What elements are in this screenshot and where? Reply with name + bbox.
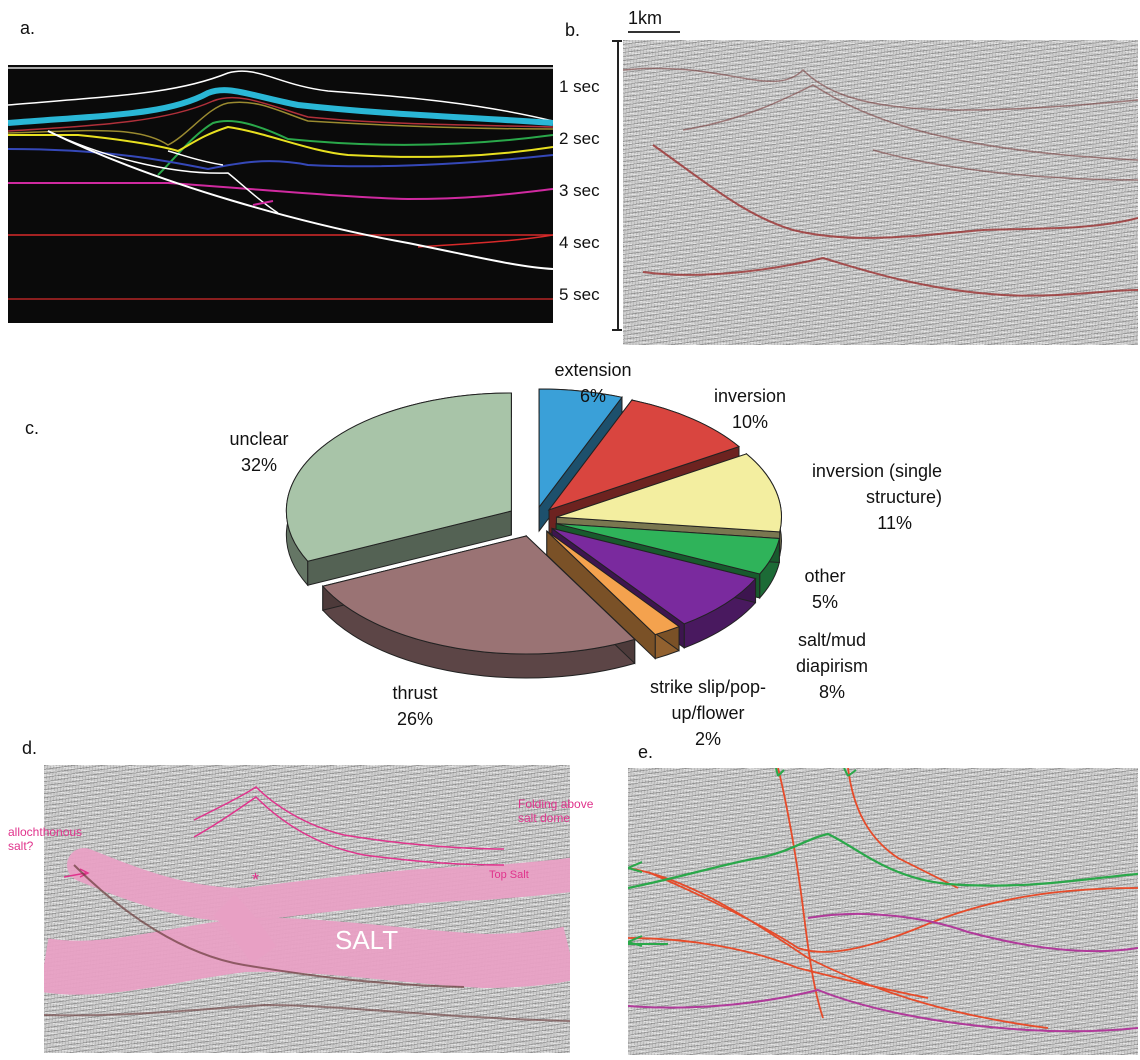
- time-tick-2: 2 sec: [559, 129, 600, 148]
- panel-b-reflectors: [622, 67, 1139, 297]
- pie-label-inversion: inversion 10%: [695, 383, 805, 435]
- pie-label-other-value: 5%: [811, 592, 838, 612]
- pie-label-unclear-value: 32%: [240, 455, 278, 475]
- panel-a-horizons: [7, 67, 554, 300]
- panel-a-interpretation: [7, 65, 554, 323]
- annotation-star: *: [252, 870, 260, 890]
- pie-slice-other: [556, 523, 780, 575]
- pie-slice-inversion-single-structure-: [556, 453, 782, 533]
- pie-label-inversion-value: 10%: [731, 412, 769, 432]
- annotation-folding: Folding above salt dome: [518, 797, 593, 825]
- pie-label-strike-line1: strike slip/pop-: [649, 677, 767, 697]
- annotation-allochthonous: allochthonous salt?: [8, 825, 82, 853]
- time-tick-5: 5 sec: [559, 285, 600, 304]
- pie-slice-salt-mud-diapirism: [551, 527, 757, 625]
- pie-label-inversion-single: inversion (single structure) 11%: [784, 458, 942, 536]
- annotation-folding-line2: salt dome: [518, 811, 571, 825]
- annotation-top-salt: Top Salt: [489, 869, 529, 881]
- pie-label-other-name: other: [804, 566, 846, 586]
- time-tick-4: 4 sec: [559, 233, 600, 252]
- panel-label-c: c.: [25, 418, 40, 438]
- panel-label-d: d.: [22, 738, 38, 758]
- pie-label-other: other 5%: [790, 563, 860, 615]
- pie-slice-unclear: [285, 392, 512, 562]
- pie-tops: [285, 388, 782, 655]
- pie-label-inversion-single-value: 11%: [877, 513, 912, 533]
- pie-label-salt-line2: diapirism: [795, 656, 869, 676]
- pie-label-strike-line2: up/flower: [671, 703, 745, 723]
- pie-label-salt-value: 8%: [818, 682, 845, 702]
- panel-d-seismic: [39, 765, 587, 1053]
- panel-d-overlay: [39, 786, 587, 1022]
- panel-label-a: a.: [20, 18, 36, 38]
- pie-label-extension-name: extension: [554, 360, 632, 380]
- pie-label-thrust-name: thrust: [392, 683, 438, 703]
- pie-label-salt: salt/mud diapirism 8%: [782, 627, 882, 705]
- panel-e-overlay: [627, 767, 1139, 1033]
- pie-label-inversion-single-line2: structure): [865, 487, 942, 507]
- time-tick-1: 1 sec: [559, 77, 600, 96]
- annotation-allochthonous-line2: salt?: [8, 839, 34, 853]
- pie-slice-thrust: [321, 535, 636, 655]
- pie-label-extension: extension 6%: [548, 357, 638, 409]
- panel-c-pie-chart: [285, 388, 782, 679]
- pie-slice-extension: [538, 388, 623, 509]
- annotation-allochthonous-line1: allochthonous: [8, 825, 83, 839]
- panel-e-seismic: [627, 767, 1139, 1055]
- panel-label-b: b.: [565, 20, 581, 40]
- scale-bar-label: 1km: [628, 8, 663, 28]
- time-axis-line: [617, 40, 619, 330]
- time-axis-cap-bottom: [612, 329, 622, 331]
- panel-label-e: e.: [638, 742, 654, 762]
- pie-label-extension-value: 6%: [579, 386, 606, 406]
- pie-label-strike-value: 2%: [694, 729, 721, 749]
- pie-label-thrust-value: 26%: [396, 709, 434, 729]
- pie-label-thrust: thrust 26%: [370, 680, 460, 732]
- annotation-salt: SALT: [335, 925, 399, 955]
- pie-label-inversion-single-line1: inversion (single: [811, 461, 942, 481]
- pie-slice-strike-slip-pop-up-flower: [546, 530, 681, 636]
- scale-bar: [628, 31, 680, 33]
- pie-label-unclear: unclear 32%: [214, 426, 304, 478]
- pie-label-strike-slip: strike slip/pop- up/flower 2%: [633, 674, 783, 752]
- pie-slice-inversion: [547, 399, 741, 511]
- annotation-folding-line1: Folding above: [518, 797, 594, 811]
- panel-b-seismic: [622, 40, 1139, 345]
- pie-label-salt-line1: salt/mud: [797, 630, 867, 650]
- pie-label-inversion-name: inversion: [713, 386, 787, 406]
- time-tick-3: 3 sec: [559, 181, 600, 200]
- pie-label-unclear-name: unclear: [229, 429, 289, 449]
- time-axis-cap-top: [612, 40, 622, 42]
